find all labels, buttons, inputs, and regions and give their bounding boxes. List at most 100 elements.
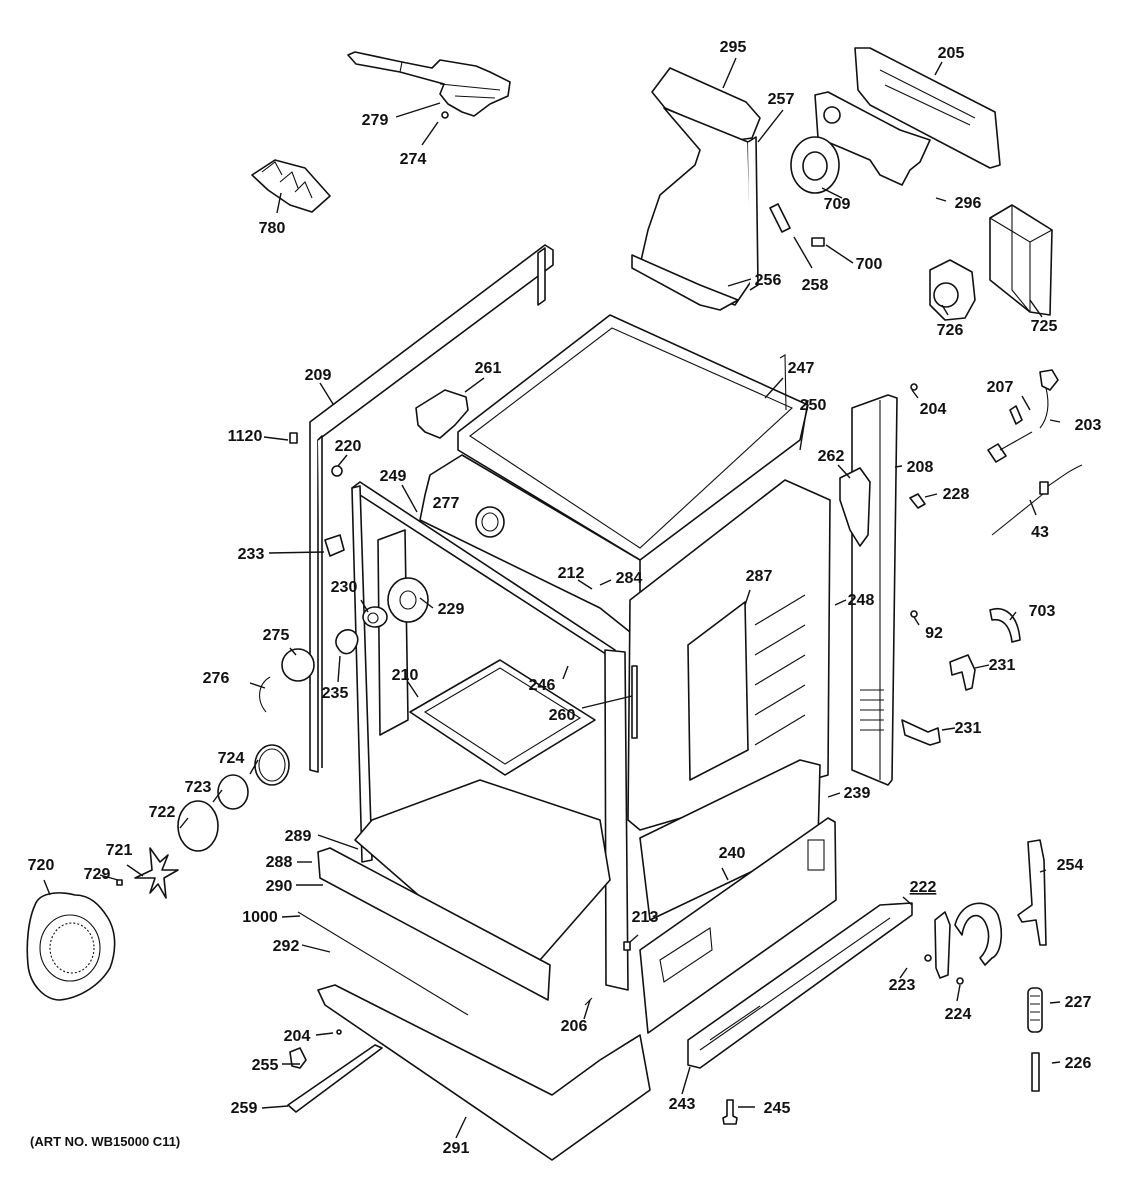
screw-223-part (924, 954, 932, 962)
callout-246: 246 (529, 677, 556, 694)
nut-220-part (331, 465, 343, 477)
screw-204-top-part (910, 383, 918, 391)
callout-249: 249 (380, 468, 407, 485)
callout-780: 780 (259, 220, 286, 237)
bulb-235-part (335, 629, 359, 655)
rear-cover-205-part (854, 47, 1001, 169)
baffle-723-part (217, 774, 249, 810)
callout-213: 213 (632, 909, 659, 926)
callout-725: 725 (1031, 318, 1058, 335)
callout-235: 235 (322, 685, 349, 702)
callout-204-top: 204 (920, 401, 947, 418)
screw-92-part (910, 610, 918, 618)
callout-239: 239 (844, 785, 871, 802)
screw-204-bottom-part (336, 1029, 342, 1035)
rear-wire-247-part (779, 354, 787, 411)
insulation-261-part (415, 389, 469, 439)
callout-210: 210 (392, 667, 419, 684)
callout-228: 228 (943, 486, 970, 503)
box-725-part (989, 204, 1053, 316)
callout-260: 260 (549, 707, 576, 724)
lamp-receptacle-230-part (362, 606, 388, 628)
callout-247: 247 (788, 360, 815, 377)
right-cavity-wall-part (627, 479, 831, 831)
callout-259: 259 (231, 1100, 258, 1117)
callout-722: 722 (149, 804, 176, 821)
callout-1000: 1000 (242, 909, 278, 926)
callout-230: 230 (331, 579, 358, 596)
callout-292: 292 (273, 938, 300, 955)
callout-290: 290 (266, 878, 293, 895)
callout-262: 262 (818, 448, 845, 465)
callout-295: 295 (720, 39, 747, 56)
callout-279: 279 (362, 112, 389, 129)
callout-226: 226 (1065, 1055, 1092, 1072)
callout-700: 700 (856, 256, 883, 273)
oven-cavity-part (419, 314, 809, 641)
right-side-panel-208-part (839, 394, 898, 786)
callout-224: 224 (945, 1006, 972, 1023)
hinge-receiver-231-upper-part (949, 654, 976, 691)
callout-724: 724 (218, 750, 245, 767)
callout-205: 205 (938, 45, 965, 62)
callout-288: 288 (266, 854, 293, 871)
front-frame-part (351, 481, 629, 991)
callout-726: 726 (937, 322, 964, 339)
callout-275: 275 (263, 627, 290, 644)
callout-256: 256 (755, 272, 782, 289)
bolt-245-part (722, 1099, 738, 1125)
callout-284: 284 (616, 570, 643, 587)
callout-289: 289 (285, 828, 312, 845)
screw-213-part (623, 941, 631, 951)
left-side-panel-209-part (309, 244, 554, 773)
callout-709: 709 (824, 196, 851, 213)
link-226-part (1031, 1052, 1040, 1092)
duct-assembly-part (631, 67, 761, 311)
callout-231-lower: 231 (955, 720, 982, 737)
clip-700-part (811, 237, 825, 247)
screw-206-part (584, 997, 593, 1006)
callout-206: 206 (561, 1018, 588, 1035)
callout-209: 209 (305, 367, 332, 384)
fan-blade-721-part (134, 847, 179, 899)
callout-261: 261 (475, 360, 502, 377)
callout-721: 721 (106, 842, 133, 859)
callout-703: 703 (1029, 603, 1056, 620)
callout-227: 227 (1065, 994, 1092, 1011)
callout-274: 274 (400, 151, 427, 168)
callout-43: 43 (1031, 524, 1049, 541)
spring-227-part (1027, 987, 1043, 1033)
callout-204-bottom: 204 (284, 1028, 311, 1045)
lamp-housing-229-part (387, 577, 429, 623)
fan-shroud-709-part (790, 136, 840, 194)
link-258-part (769, 203, 791, 233)
callout-277: 277 (433, 495, 460, 512)
callout-220: 220 (335, 438, 362, 455)
callout-245: 245 (764, 1100, 791, 1117)
art-number: (ART NO. WB15000 C11) (30, 1134, 180, 1149)
callout-255: 255 (252, 1057, 279, 1074)
tab-1120-part (289, 432, 298, 444)
leader-lines (43, 57, 1061, 1139)
element-plate-722-part (177, 800, 219, 852)
gasket-260-part (631, 665, 638, 739)
rail-259-part (287, 1044, 383, 1113)
callout-203: 203 (1075, 417, 1102, 434)
leveling-leg-255-part (289, 1047, 307, 1069)
callout-258: 258 (802, 277, 829, 294)
hinge-receiver-231-lower-part (901, 719, 941, 746)
clip-228-part (909, 493, 926, 509)
lamp-socket-233-part (324, 534, 345, 557)
nut-224-part (956, 977, 964, 985)
callout-296: 296 (955, 195, 982, 212)
callout-240: 240 (719, 845, 746, 862)
callout-233: 233 (238, 546, 265, 563)
wire-retainer-276-part (259, 676, 271, 713)
power-cord-203-part (987, 369, 1059, 463)
callout-729: 729 (84, 866, 111, 883)
callout-248: 248 (848, 592, 875, 609)
callout-208: 208 (907, 459, 934, 476)
callout-243: 243 (669, 1096, 696, 1113)
